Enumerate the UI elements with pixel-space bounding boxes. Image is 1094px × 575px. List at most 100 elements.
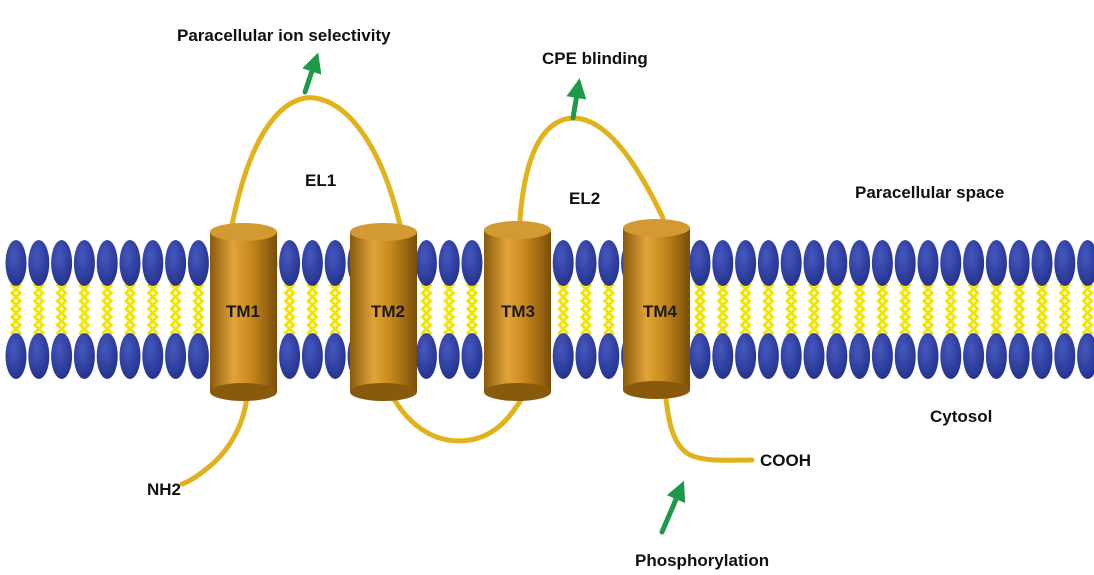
helix-tm4: TM4 (623, 219, 690, 399)
lipid-tails (8, 275, 1094, 343)
lipid-head (5, 333, 27, 379)
lipid-head (438, 333, 460, 379)
helix-tm3: TM3 (484, 221, 551, 401)
lipid-head (142, 333, 164, 379)
lipid-head (461, 333, 483, 379)
lipid-head (324, 333, 346, 379)
tm4-label: TM4 (643, 302, 678, 321)
lipid-head (28, 333, 50, 379)
lipid-head (871, 240, 893, 286)
lipid-head (165, 240, 187, 286)
lipid-head (1054, 240, 1076, 286)
lipid-head (1054, 333, 1076, 379)
lipid-head (871, 333, 893, 379)
lipid-head (940, 333, 962, 379)
lipid-head (917, 240, 939, 286)
lipid-head (826, 333, 848, 379)
el2-label: EL2 (569, 189, 600, 208)
lipid-head (96, 333, 118, 379)
phosphorylation-label: Phosphorylation (635, 551, 769, 570)
lipid-head (826, 240, 848, 286)
lipid-head (712, 240, 734, 286)
tm2-label: TM2 (371, 302, 405, 321)
lipid-head (712, 333, 734, 379)
lipid-head (985, 240, 1007, 286)
lipid-head (187, 333, 209, 379)
lipid-head (1077, 333, 1094, 379)
lipid-head (415, 333, 437, 379)
el1-loop (229, 95, 403, 228)
lipid-head (119, 333, 141, 379)
lipid-head (279, 240, 301, 286)
paracellular-ion-selectivity-label: Paracellular ion selectivity (177, 26, 391, 45)
lipid-head (780, 333, 802, 379)
cpe-binding-label: CPE blinding (542, 49, 648, 68)
lipid-head (324, 240, 346, 286)
lipid-head (51, 240, 73, 286)
lipid-head (415, 240, 437, 286)
lipid-head (301, 240, 323, 286)
n-terminal-tail (179, 392, 250, 487)
lipid-head (1008, 333, 1030, 379)
lipid-head (963, 333, 985, 379)
intracellular-loop (387, 389, 528, 444)
tm1-label: TM1 (226, 302, 260, 321)
lipid-head (552, 333, 574, 379)
lipid-head (940, 240, 962, 286)
lipid-head (1031, 240, 1053, 286)
lipid-head (438, 240, 460, 286)
lipid-head (735, 333, 757, 379)
lipid-head (552, 240, 574, 286)
ion-selectivity-arrow (302, 52, 322, 95)
lipid-head (803, 333, 825, 379)
lipid-head (73, 240, 95, 286)
lipid-head (165, 333, 187, 379)
lipid-head (803, 240, 825, 286)
lipid-head (96, 240, 118, 286)
lipid-head (5, 240, 27, 286)
lipid-head (598, 333, 620, 379)
lipid-head (1008, 240, 1030, 286)
lipid-head (461, 240, 483, 286)
cpe-binding-arrow (566, 78, 587, 121)
lipid-head (757, 240, 779, 286)
lipid-head (28, 240, 50, 286)
nh2-label: NH2 (147, 480, 181, 499)
lipid-head (689, 333, 711, 379)
el1-label: EL1 (305, 171, 336, 190)
lipid-head (849, 333, 871, 379)
arrows (302, 52, 686, 535)
tm3-label: TM3 (501, 302, 535, 321)
helix-tm2: TM2 (350, 223, 417, 401)
c-terminal-tail (662, 387, 755, 463)
lipid-head (575, 240, 597, 286)
lipid-head (894, 333, 916, 379)
cytosol-label: Cytosol (930, 407, 992, 426)
lipid-head (279, 333, 301, 379)
lipid-head (187, 240, 209, 286)
lipid-head (963, 240, 985, 286)
paracellular-space-label: Paracellular space (855, 183, 1004, 202)
lipid-head (735, 240, 757, 286)
lipid-head (598, 240, 620, 286)
lipid-head (757, 333, 779, 379)
lipid-head (119, 240, 141, 286)
lipid-head (780, 240, 802, 286)
lipid-head (575, 333, 597, 379)
lipid-head (689, 240, 711, 286)
loops (179, 95, 755, 487)
lipid-head (1031, 333, 1053, 379)
lipid-head (849, 240, 871, 286)
lipid-head (894, 240, 916, 286)
lipid-head (1077, 240, 1094, 286)
lipid-head (985, 333, 1007, 379)
lipid-head (73, 333, 95, 379)
lipid-head (917, 333, 939, 379)
cooh-label: COOH (760, 451, 811, 470)
lipid-head (51, 333, 73, 379)
lipid-head (301, 333, 323, 379)
lipid-head (142, 240, 164, 286)
helix-tm1: TM1 (210, 223, 277, 401)
phosphorylation-arrow (659, 480, 686, 535)
